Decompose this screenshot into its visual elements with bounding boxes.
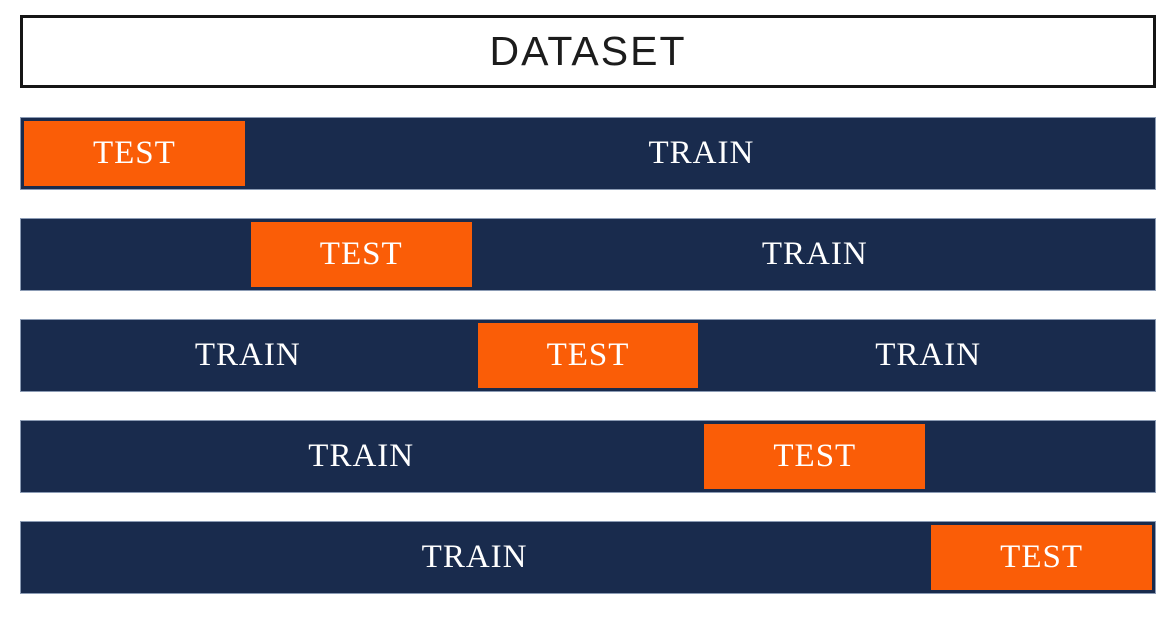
fold-3-row: TRAIN TEST TRAIN: [20, 319, 1156, 392]
segment-label: TRAIN: [308, 438, 415, 474]
segment-label: TEST: [546, 337, 630, 373]
fold-1-test-segment: TEST: [21, 118, 248, 189]
segment-label: TEST: [319, 236, 403, 272]
segment-label: TRAIN: [194, 337, 301, 373]
segment-label: TRAIN: [761, 236, 868, 272]
fold-2-train-segment: TRAIN: [474, 219, 1155, 290]
fold-4-row: TRAIN TEST: [20, 420, 1156, 493]
fold-1-row: TEST TRAIN: [20, 117, 1156, 190]
fold-4-train-segment: [928, 421, 1155, 492]
fold-5-train-segment: TRAIN: [21, 522, 929, 593]
segment-label: TEST: [92, 135, 176, 171]
fold-2-train-segment: [21, 219, 248, 290]
segment-label: TRAIN: [648, 135, 755, 171]
segment-label: TRAIN: [421, 539, 528, 575]
fold-2-test-segment: TEST: [247, 219, 475, 290]
fold-3-train-segment: TRAIN: [21, 320, 475, 391]
fold-5-row: TRAIN TEST: [20, 521, 1156, 594]
dataset-box: DATASET: [20, 15, 1156, 88]
segment-label: TEST: [773, 438, 857, 474]
fold-4-train-segment: TRAIN: [21, 421, 702, 492]
dataset-title: DATASET: [489, 28, 687, 74]
fold-5-test-segment: TEST: [928, 522, 1155, 593]
fold-2-row: TEST TRAIN: [20, 218, 1156, 291]
segment-label: TEST: [1000, 539, 1083, 575]
fold-4-test-segment: TEST: [701, 421, 929, 492]
segment-label: TRAIN: [875, 337, 982, 373]
fold-3-train-segment: TRAIN: [701, 320, 1155, 391]
fold-3-test-segment: TEST: [474, 320, 702, 391]
fold-1-train-segment: TRAIN: [247, 118, 1155, 189]
